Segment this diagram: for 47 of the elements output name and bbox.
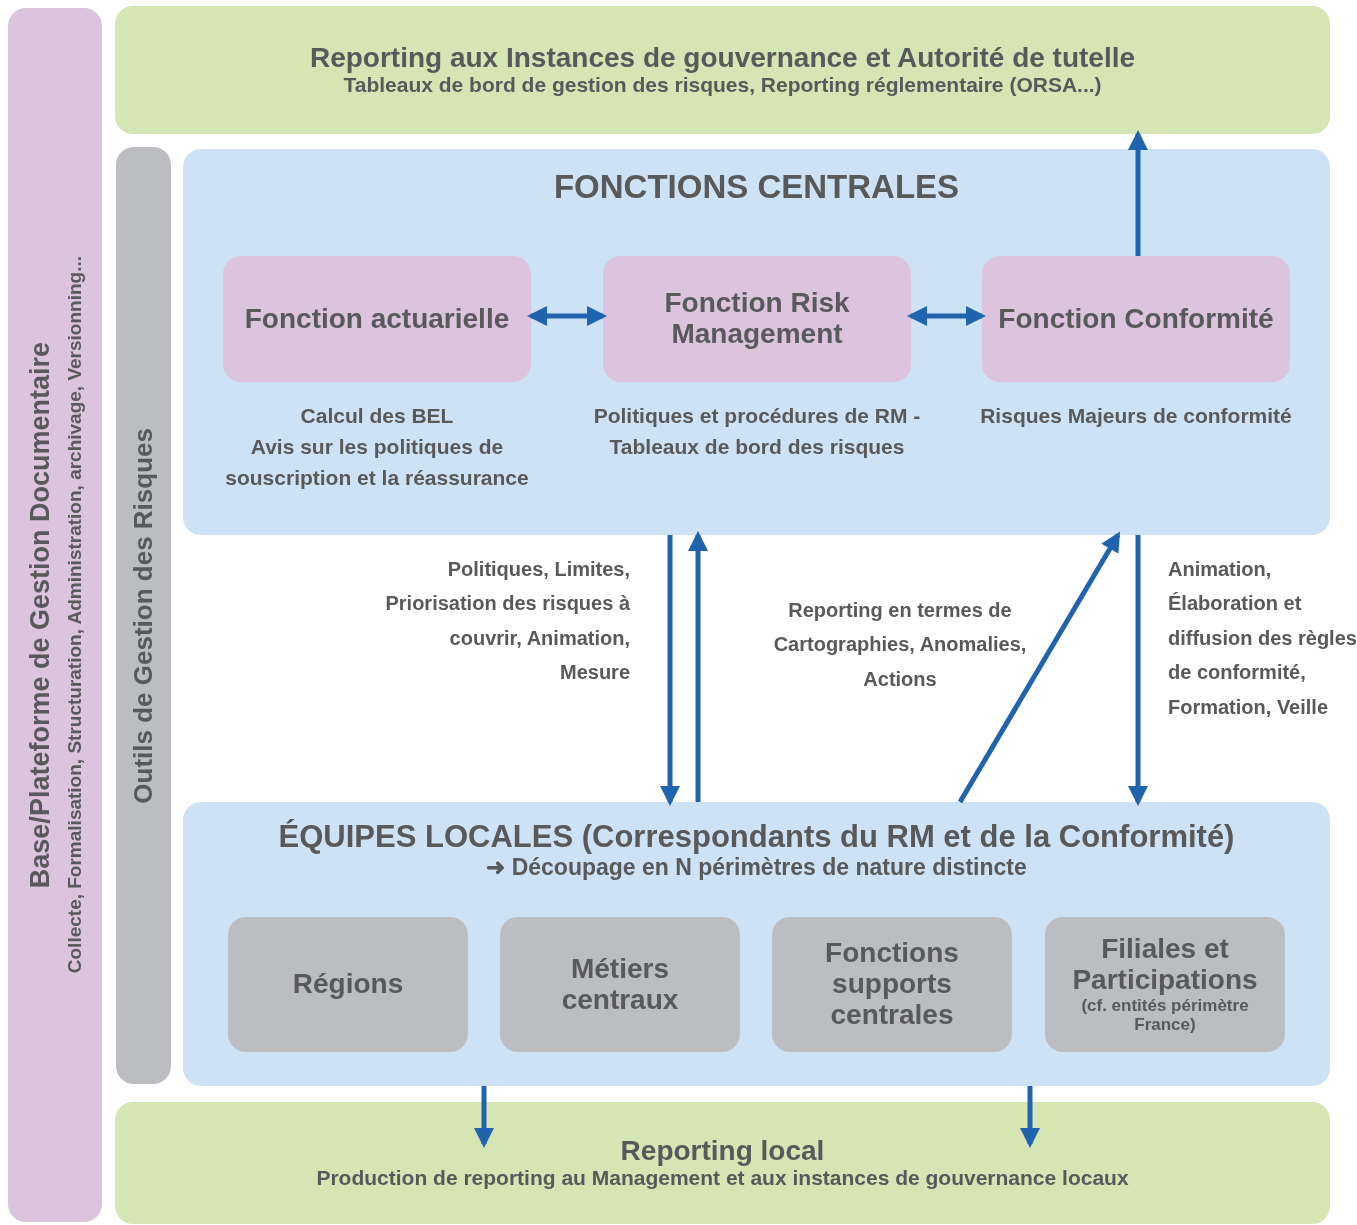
- function-box: [223, 256, 531, 382]
- description: Avis sur les politiques de souscription et la réassurance: [224, 434, 530, 491]
- arrow: [660, 535, 680, 806]
- heading: Filiales et Participations: [1071, 934, 1259, 996]
- unit-box: [500, 917, 740, 1052]
- heading: Outils de Gestion des Risques: [128, 427, 159, 804]
- description: Politiques et procédures de RM - Tableaux de bord des risques: [592, 403, 922, 460]
- arrow: [1020, 1086, 1040, 1148]
- heading: Métiers centraux: [560, 953, 680, 1016]
- subheading: (cf. entités périmètre France): [1080, 995, 1250, 1035]
- heading: Reporting aux Instances de gouvernance et Autorité de tutelle: [309, 42, 1136, 74]
- arrow: [1128, 130, 1148, 256]
- heading: Fonctions supports centrales: [824, 938, 960, 1031]
- heading: FONCTIONS CENTRALES: [552, 169, 961, 206]
- side-band: [8, 8, 102, 1222]
- subheading: Tableaux de bord de gestion des risques, Reporting réglementaire (ORSA...): [343, 73, 1102, 98]
- subheading: ➜ Découpage en N périmètres de nature distincte: [485, 854, 1028, 881]
- edge-label: Politiques, Limites, Priorisation des risques à couvrir, Animation, Mesure: [384, 557, 630, 686]
- unit-box: [228, 917, 468, 1052]
- panel: [183, 149, 1330, 535]
- heading: ÉQUIPES LOCALES (Correspondants du RM et de la Conformité): [277, 820, 1236, 855]
- heading: Fonction Conformité: [998, 303, 1274, 335]
- heading: Fonction actuarielle: [244, 303, 510, 335]
- heading: Régions: [292, 969, 404, 1000]
- function-box: [982, 256, 1290, 382]
- subheading: Production de reporting au Management et aux instances de gouvernance locaux: [316, 1166, 1129, 1191]
- reporting-band: [115, 1102, 1330, 1224]
- side-band: [116, 147, 171, 1084]
- subheading: Collecte, Formalisation, Structuration, Administration, archivage, Versionning...: [63, 256, 86, 974]
- arrow: [688, 531, 708, 802]
- heading: Fonction Risk Management: [663, 288, 851, 350]
- reporting-band: [115, 6, 1330, 134]
- edge-label: Animation, Élaboration et diffusion des règles de conformité, Formation, Veille: [1168, 557, 1357, 720]
- arrow: [474, 1086, 494, 1148]
- arrow: [907, 306, 986, 326]
- heading: Base/Plateforme de Gestion Documentaire: [24, 341, 56, 889]
- arrow: [527, 306, 607, 326]
- arrow: [957, 531, 1121, 804]
- edge-label: Reporting en termes de Cartographies, Anomalies, Actions: [772, 598, 1028, 692]
- heading: Reporting local: [620, 1135, 825, 1167]
- description: Calcul des BEL: [299, 403, 455, 429]
- arrow: [1128, 535, 1148, 806]
- unit-box: [1045, 917, 1285, 1052]
- function-box: [603, 256, 911, 382]
- unit-box: [772, 917, 1012, 1052]
- panel: [183, 802, 1330, 1086]
- description: Risques Majeurs de conformité: [979, 403, 1293, 429]
